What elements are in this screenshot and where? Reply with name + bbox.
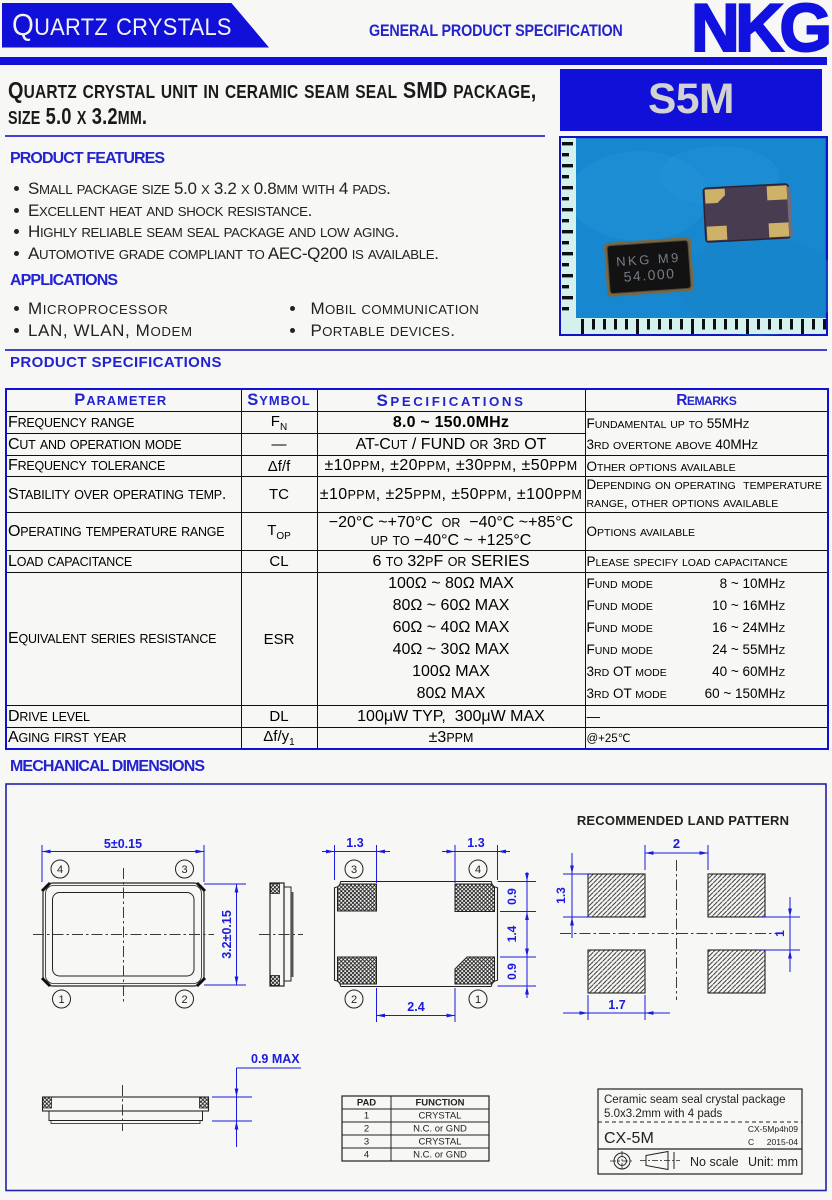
svg-text:1.7: 1.7 [608, 998, 625, 1012]
svg-text:Unit: mm: Unit: mm [748, 1155, 798, 1169]
svg-text:3: 3 [351, 864, 357, 876]
svg-text:RECOMMENDED LAND PATTERN: RECOMMENDED LAND PATTERN [577, 813, 789, 828]
svg-text:PAD: PAD [357, 1098, 376, 1109]
svg-text:3: 3 [364, 1137, 369, 1148]
svg-text:4: 4 [475, 864, 481, 876]
svg-text:CRYSTAL: CRYSTAL [419, 1111, 462, 1122]
svg-text:No scale: No scale [690, 1155, 739, 1169]
svg-text:2: 2 [351, 994, 357, 1006]
svg-text:N.C. or GND: N.C. or GND [413, 1150, 467, 1161]
svg-text:1.3: 1.3 [467, 836, 484, 850]
svg-text:N.C. or GND: N.C. or GND [413, 1124, 467, 1135]
svg-text:2: 2 [181, 994, 187, 1006]
svg-text:Ceramic seam seal crystal pack: Ceramic seam seal crystal package [604, 1094, 786, 1106]
svg-text:0.9 MAX: 0.9 MAX [251, 1052, 300, 1066]
svg-text:FUNCTION: FUNCTION [415, 1098, 464, 1109]
svg-text:2015-04: 2015-04 [767, 1137, 798, 1147]
svg-text:1: 1 [773, 930, 787, 937]
svg-text:1.3: 1.3 [346, 836, 363, 850]
svg-text:5±0.15: 5±0.15 [104, 837, 142, 851]
svg-text:4: 4 [364, 1150, 369, 1161]
svg-text:C: C [748, 1137, 754, 1147]
svg-text:0.9: 0.9 [505, 963, 519, 980]
svg-text:CX-5M: CX-5M [604, 1130, 654, 1147]
svg-text:2: 2 [673, 836, 680, 851]
svg-text:CRYSTAL: CRYSTAL [419, 1137, 462, 1148]
svg-text:1: 1 [58, 994, 64, 1006]
svg-text:3: 3 [181, 864, 187, 876]
svg-text:5.0x3.2mm with 4 pads: 5.0x3.2mm with 4 pads [604, 1108, 723, 1120]
svg-text:4: 4 [57, 864, 63, 876]
svg-text:2: 2 [364, 1124, 369, 1135]
svg-text:0.9: 0.9 [505, 888, 519, 905]
svg-text:3.2±0.15: 3.2±0.15 [220, 910, 234, 959]
svg-text:54.000: 54.000 [623, 265, 676, 285]
svg-text:1.3: 1.3 [554, 887, 568, 904]
svg-text:2.4: 2.4 [407, 1000, 424, 1014]
svg-text:NKG M9: NKG M9 [616, 250, 682, 269]
svg-text:1: 1 [475, 994, 481, 1006]
svg-text:CX-5Mp4h09: CX-5Mp4h09 [748, 1124, 798, 1134]
svg-text:1.4: 1.4 [505, 925, 519, 942]
svg-text:1: 1 [364, 1111, 369, 1122]
